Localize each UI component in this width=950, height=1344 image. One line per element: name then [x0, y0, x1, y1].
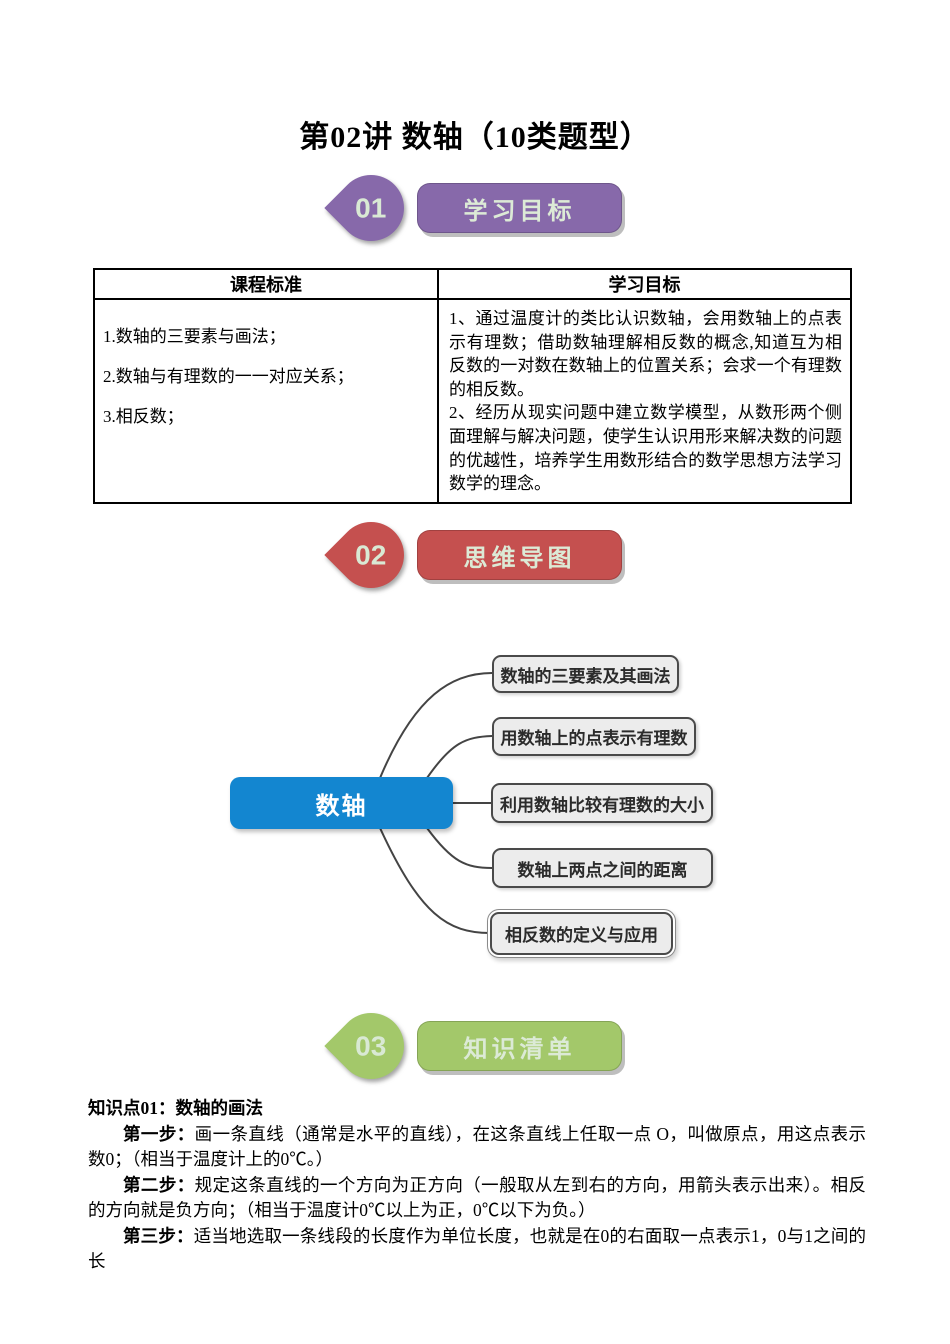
section-title-label: 思维导图: [463, 544, 576, 572]
step-text: 画一条直线（通常是水平的直线），在这条直线上任取一点 O，叫做原点，用这点表示数…: [88, 1124, 867, 1170]
section-number-drop-icon: 02: [324, 508, 418, 602]
standard-item: 2.数轴与有理数的一一对应关系；: [103, 367, 354, 386]
section-title-label: 学习目标: [463, 197, 576, 225]
page-title: 第02讲 数轴（10类题型）: [299, 121, 651, 154]
table-header-row: 课程标准 学习目标: [93, 268, 852, 300]
section-title-pill: 思维导图: [417, 530, 622, 580]
mindmap-connector-lines: [379, 672, 493, 934]
goal-paragraph: 2、经历从现实问题中建立数学模型，从数形两个侧面理解与解决问题，使学生认识用形来…: [449, 403, 842, 494]
section-number-drop-icon: 01: [324, 161, 418, 255]
section-badge-1: 01 学习目标: [323, 161, 633, 255]
step-paragraph: 第三步：适当地选取一条线段的长度作为单位长度，也就是在0的右面取一点表示1，0与…: [88, 1224, 866, 1275]
mindmap: 数轴 数轴的三要素及其画法 用数轴上的点表示有理数 利用数轴比较有理数的大小 数…: [0, 640, 950, 985]
mindmap-branch-4: 数轴上两点之间的距离: [492, 848, 713, 888]
step-label: 第二步：: [123, 1174, 195, 1195]
mindmap-root-node: 数轴: [230, 777, 453, 829]
mindmap-branch-5: 相反数的定义与应用: [490, 912, 673, 955]
standard-item: 1.数轴的三要素与画法；: [103, 327, 286, 346]
step-label: 第三步：: [123, 1225, 194, 1246]
step-paragraph: 第一步：画一条直线（通常是水平的直线），在这条直线上任取一点 O，叫做原点，用这…: [88, 1122, 866, 1173]
knowledge-point-body: 第一步：画一条直线（通常是水平的直线），在这条直线上任取一点 O，叫做原点，用这…: [88, 1122, 866, 1274]
section-title-pill: 知识清单: [417, 1021, 622, 1071]
section-badge-3: 03 知识清单: [323, 999, 633, 1093]
section-number: 03: [355, 1030, 387, 1061]
section-number: 02: [355, 539, 387, 570]
step-paragraph: 第二步：规定这条直线的一个方向为正方向（一般取从左到右的方向，用箭头表示出来）。…: [88, 1173, 866, 1224]
section-title-label: 知识清单: [463, 1035, 576, 1063]
course-standard-cell: 1.数轴的三要素与画法； 2.数轴与有理数的一一对应关系； 3.相反数；: [93, 298, 439, 504]
goal-paragraph: 1、通过温度计的类比认识数轴，会用数轴上的点表示有理数；借助数轴理解相反数的概念…: [449, 309, 842, 399]
step-text: 规定这条直线的一个方向为正方向（一般取从左到右的方向，用箭头表示出来）。相反的方…: [88, 1174, 867, 1221]
table-header-course-standard: 课程标准: [93, 268, 439, 300]
standards-table: 课程标准 学习目标 1.数轴的三要素与画法； 2.数轴与有理数的一一对应关系； …: [93, 268, 852, 504]
mindmap-branch-2: 用数轴上的点表示有理数: [492, 717, 696, 756]
knowledge-point-heading: 知识点01：数轴的画法: [88, 1098, 263, 1118]
step-text: 适当地选取一条线段的长度作为单位长度，也就是在0的右面取一点表示1，0与1之间的…: [88, 1225, 867, 1272]
table-body-row: 1.数轴的三要素与画法； 2.数轴与有理数的一一对应关系； 3.相反数； 1、通…: [93, 298, 852, 504]
standard-item: 3.相反数；: [103, 407, 184, 426]
learning-goal-cell: 1、通过温度计的类比认识数轴，会用数轴上的点表示有理数；借助数轴理解相反数的概念…: [437, 298, 852, 504]
section-title-pill: 学习目标: [417, 183, 622, 233]
table-header-learning-goal: 学习目标: [437, 268, 852, 300]
mindmap-branch-3: 利用数轴比较有理数的大小: [491, 783, 713, 823]
section-badge-2: 02 思维导图: [323, 508, 633, 602]
mindmap-root-label: 数轴: [315, 792, 368, 820]
section-number: 01: [355, 192, 387, 223]
step-label: 第一步：: [123, 1124, 195, 1144]
section-number-drop-icon: 03: [324, 999, 418, 1093]
mindmap-branch-1: 数轴的三要素及其画法: [492, 655, 679, 693]
